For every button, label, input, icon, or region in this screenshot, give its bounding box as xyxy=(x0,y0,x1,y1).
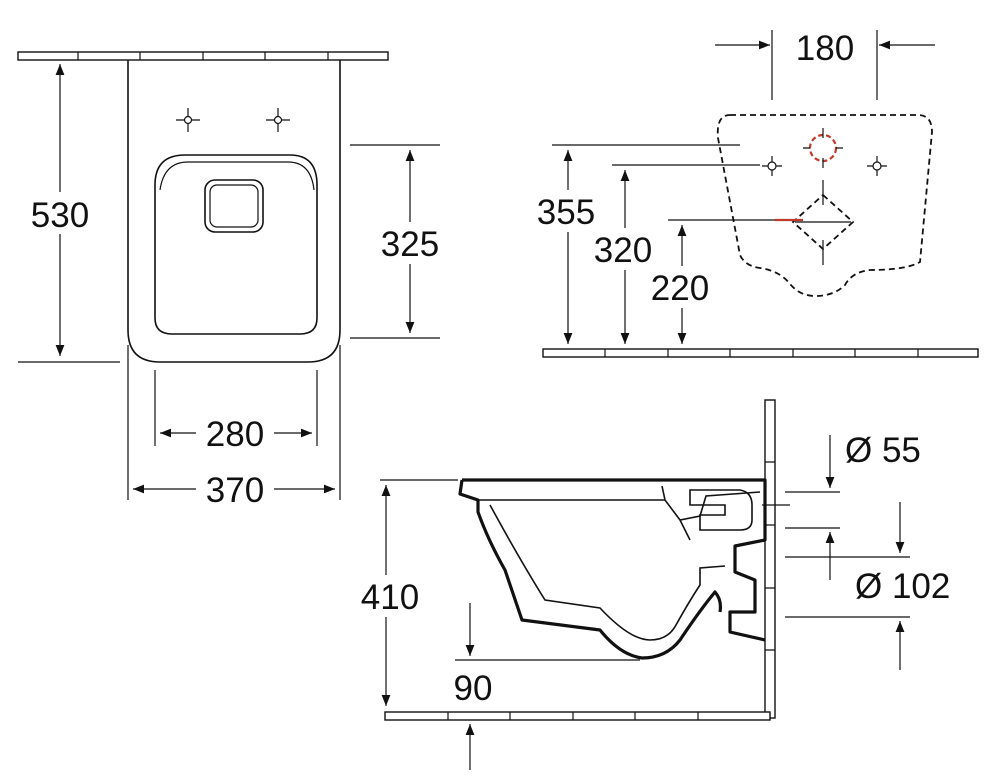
fixing-mark-left xyxy=(176,108,200,132)
seat-opening xyxy=(154,154,318,335)
dim-90: 90 xyxy=(454,669,493,708)
side-view-floor xyxy=(384,711,771,721)
dim-280: 280 xyxy=(206,415,264,454)
inlet-mark xyxy=(803,128,843,168)
side-view-wall xyxy=(764,399,776,719)
dim-530: 530 xyxy=(31,196,89,235)
fixing-mark-right xyxy=(266,108,290,132)
flush-hole xyxy=(204,179,264,233)
top-view-wall xyxy=(17,51,389,61)
dim-370: 370 xyxy=(206,471,264,510)
rear-view-floor xyxy=(542,348,979,358)
dim-diameter-102: Ø 102 xyxy=(855,567,950,606)
dim-180: 180 xyxy=(796,29,854,68)
bowl-outline xyxy=(127,60,341,363)
dim-325: 325 xyxy=(381,225,439,264)
bowl-profile xyxy=(458,478,767,660)
rear-fixing-right xyxy=(867,156,887,176)
dim-320: 320 xyxy=(594,231,652,270)
side-view: 410 90 Ø 55 Ø 102 xyxy=(348,399,950,770)
rear-view: 180 355 320 220 xyxy=(528,29,979,358)
dim-410: 410 xyxy=(361,578,419,617)
dim-220: 220 xyxy=(651,269,709,308)
outlet-mark xyxy=(775,180,855,265)
top-view: 530 325 280 370 xyxy=(17,51,448,510)
dim-diameter-55: Ø 55 xyxy=(845,431,921,470)
rear-fixing-left xyxy=(762,156,782,176)
dim-355: 355 xyxy=(537,193,595,232)
rear-silhouette xyxy=(716,114,933,297)
